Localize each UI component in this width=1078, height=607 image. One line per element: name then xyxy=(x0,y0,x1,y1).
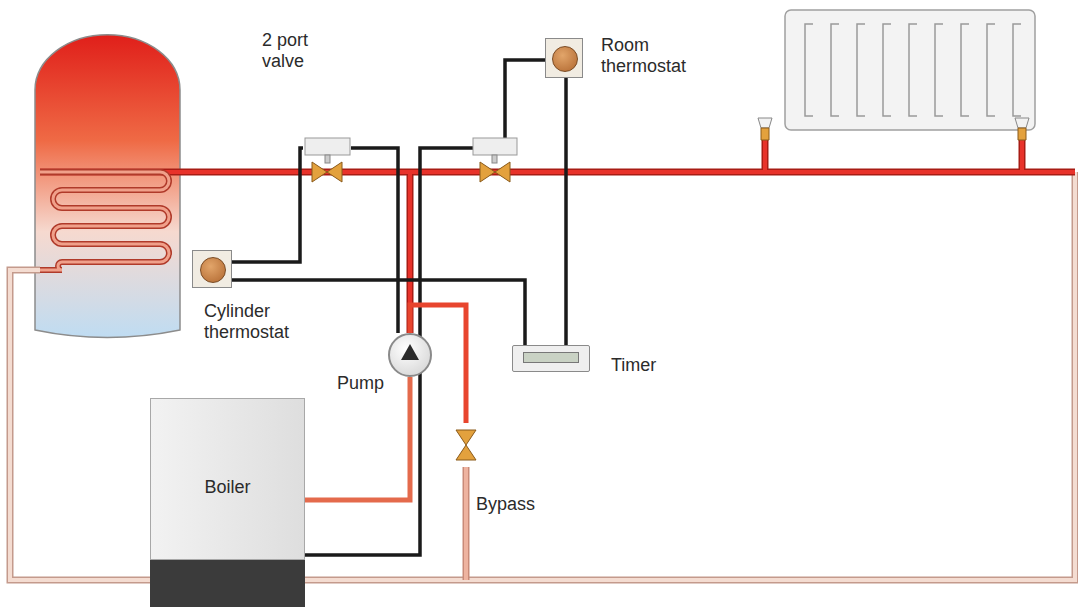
boiler-base xyxy=(150,560,305,607)
thermostat-dial xyxy=(200,257,226,283)
component-label: Timer xyxy=(611,355,691,376)
bypass-valve xyxy=(456,430,476,460)
component-label: Cylinder thermostat xyxy=(204,301,314,343)
pump-arrow xyxy=(401,344,419,360)
radiator-fin xyxy=(883,24,891,116)
radiator-fin xyxy=(909,24,917,116)
radiator xyxy=(758,10,1035,140)
node-title: Boiler xyxy=(151,399,304,498)
control-wire xyxy=(232,148,303,262)
control-wire xyxy=(305,60,545,555)
flow-pipe xyxy=(40,140,1075,333)
timer-box: Timer xyxy=(512,345,590,372)
radiator-fin xyxy=(857,24,865,116)
radiator-fin xyxy=(805,24,813,116)
flow-pipe xyxy=(305,377,410,500)
boiler-box: Boiler xyxy=(150,398,305,560)
control-wire xyxy=(564,78,568,345)
thermostat-box: Room thermostat xyxy=(545,38,583,78)
control-wire xyxy=(351,148,398,333)
radiator-fin xyxy=(961,24,969,116)
thermostat-box: Cylinder thermostat xyxy=(192,250,232,288)
component-label: Pump xyxy=(328,373,384,394)
valve-node: 2 port valve xyxy=(303,136,351,182)
hot-water-cylinder xyxy=(35,35,180,338)
radiator-fin xyxy=(831,24,839,116)
thermostat-dial xyxy=(552,46,578,72)
timer-display xyxy=(523,352,579,363)
radiator-fin xyxy=(987,24,995,116)
component-label: 2 port valve xyxy=(262,30,337,72)
pump-symbol xyxy=(390,335,430,375)
two-port-valve xyxy=(473,138,517,182)
two-port-valve xyxy=(305,138,350,182)
component-label: Room thermostat xyxy=(601,35,721,77)
radiator-fin xyxy=(935,24,943,116)
component-label: Bypass xyxy=(476,494,556,515)
cylinder-coil xyxy=(40,172,169,270)
pump-circle: Pump xyxy=(388,333,432,377)
radiator-fin xyxy=(1013,24,1021,116)
valve-node: Bypass xyxy=(455,423,477,467)
return-pipe xyxy=(10,172,1075,580)
